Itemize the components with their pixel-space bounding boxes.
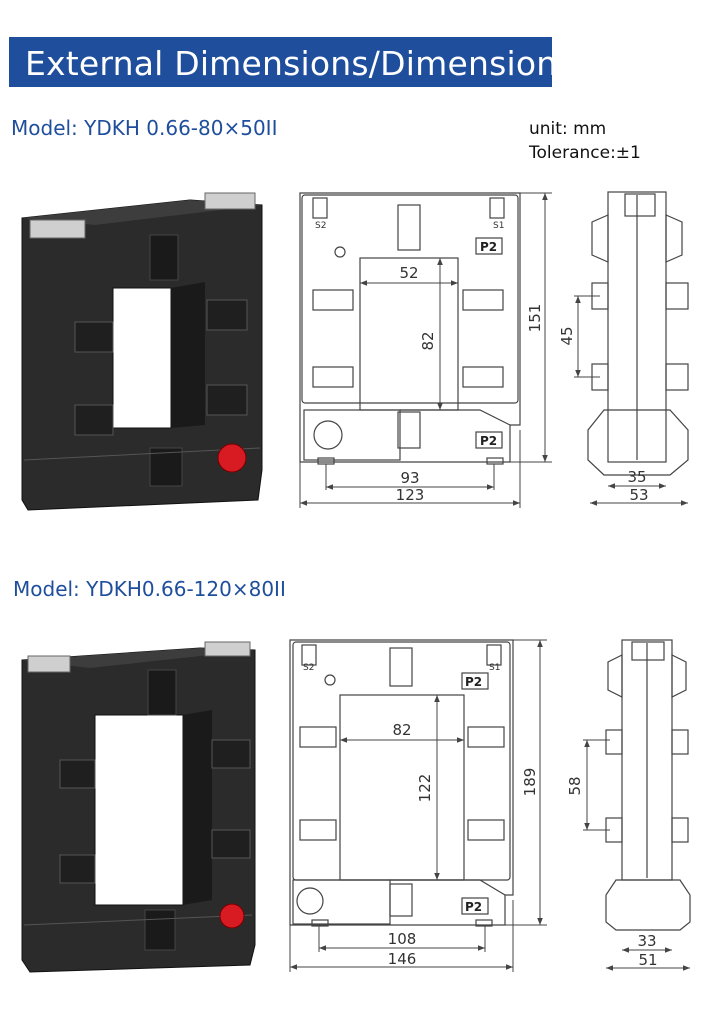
p2-label-bottom-2: P2 (465, 900, 482, 914)
dim-1-window-height: 82 (419, 331, 437, 350)
dim-2-overall-height: 189 (521, 768, 539, 797)
dim-1-window-width: 52 (399, 264, 418, 282)
s1-label-2: S1 (489, 663, 500, 673)
model-1-title: Model: YDKH 0.66-80×50II (11, 116, 278, 140)
model-2-title: Model: YDKH0.66-120×80II (13, 577, 286, 601)
dim-1-inner-depth: 35 (627, 468, 646, 486)
side-view-1 (587, 191, 689, 476)
dim-2-window-height: 122 (416, 774, 434, 803)
product-photo-1 (21, 192, 263, 511)
dim-2-inner-width: 108 (388, 930, 417, 948)
page-title: External Dimensions/Dimension (25, 44, 558, 83)
dim-1-overall-height: 151 (526, 304, 544, 333)
dim-2-window-width: 82 (392, 721, 411, 739)
dim-2-overall-depth: 51 (638, 951, 657, 969)
product-photo-2 (21, 641, 256, 973)
dim-1-inner-width: 93 (400, 469, 419, 487)
p2-label-top: P2 (480, 240, 497, 254)
dim-2-overall-width: 146 (388, 950, 417, 968)
header-banner: External Dimensions/Dimension (9, 37, 557, 87)
unit-tolerance-note: unit: mm Tolerance:±1 (529, 117, 641, 165)
dim-2-inner-depth: 33 (637, 932, 656, 950)
s2-label: S2 (315, 221, 326, 231)
unit-label: unit: mm (529, 119, 607, 139)
tolerance-label: Tolerance:±1 (529, 143, 641, 163)
p2-label-bottom: P2 (480, 434, 497, 448)
p2-label-top-2: P2 (465, 675, 482, 689)
s1-label: S1 (493, 221, 504, 231)
s2-label-2: S2 (303, 663, 314, 673)
dim-1-overall-depth: 53 (629, 486, 648, 504)
dim-1-pitch: 45 (558, 326, 576, 345)
dim-2-pitch: 58 (566, 776, 584, 795)
dim-1-overall-width: 123 (396, 486, 425, 504)
front-view-1 (299, 192, 521, 465)
side-view-2 (605, 639, 691, 931)
